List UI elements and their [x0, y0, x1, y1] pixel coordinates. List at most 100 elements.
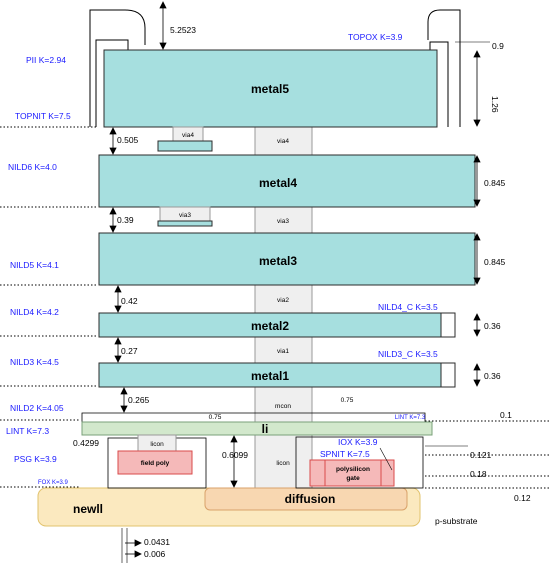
- dim-head-0-505-top: [109, 127, 117, 135]
- dim-head-0-6099-top: [230, 435, 238, 443]
- dim-head-0-36-a-bottom: [473, 329, 481, 337]
- pii-outer-outline: [89, 9, 146, 127]
- via1-column-label: via1: [277, 348, 289, 355]
- dim-head-0-39-bottom: [109, 225, 117, 233]
- field-poly-region: [117, 450, 193, 475]
- dim-label-0-0431: 0.0431: [144, 537, 170, 547]
- dim-head-5-2523-bottom: [159, 42, 167, 50]
- dim-label-0-1: 0.1: [500, 410, 512, 420]
- dim-head-5-2523-top: [159, 1, 167, 9]
- dim-label-0-36-b: 0.36: [484, 371, 501, 381]
- nild2-label: NILD2 K=4.05: [10, 403, 64, 413]
- dim-label-0-121: 0.121: [470, 450, 492, 460]
- field-poly-label: field poly: [141, 460, 170, 467]
- pii-label: PII K=2.94: [26, 55, 66, 65]
- dim-head-0-36-b-bottom: [473, 379, 481, 387]
- nild5-label: NILD5 K=4.1: [10, 260, 59, 270]
- lint-left-label: LINT K=7.3: [6, 426, 49, 436]
- nild3-c-label: NILD3_C K=3.5: [378, 349, 438, 359]
- lint-outline: [81, 412, 426, 422]
- via2-column-label: via2: [277, 297, 289, 304]
- metal3-label: metal3: [259, 254, 297, 268]
- dim-label-0-27: 0.27: [121, 346, 138, 356]
- psg-label: PSG K=3.9: [14, 454, 57, 464]
- dim-head-0-845-b-bottom: [473, 277, 481, 285]
- dim-head-0-006: [134, 550, 142, 558]
- via3-landing-pad: [157, 220, 213, 227]
- metal5-label: metal5: [251, 82, 289, 96]
- mcon-column: [254, 386, 313, 423]
- dim-label-0-265: 0.265: [128, 395, 150, 405]
- topox-left-outline: [95, 39, 129, 127]
- via4-small-label: via4: [182, 132, 194, 139]
- licon-small-label: licon: [150, 441, 164, 448]
- topox-right-outline: [429, 41, 449, 127]
- nild3-label: NILD3 K=4.5: [10, 357, 59, 367]
- dim-label-0-42: 0.42: [121, 296, 138, 306]
- lint-width-left: 0.75: [209, 414, 222, 421]
- dim-label-0-18: 0.18: [470, 469, 487, 479]
- metal2-layer: [98, 312, 442, 338]
- dim-head-1-26-bottom: [473, 119, 481, 127]
- metal3-layer: [98, 232, 476, 286]
- topnit-label: TOPNIT K=7.5: [15, 111, 71, 121]
- dim-head-0-42-top: [114, 285, 122, 293]
- dim-head-0-27-top: [114, 337, 122, 345]
- topox-label: TOPOX K=3.9: [348, 32, 403, 42]
- li-layer: [81, 421, 433, 436]
- metal5-layer: [103, 49, 438, 128]
- nwell-label: newll: [73, 502, 103, 516]
- via1-column: [254, 336, 313, 364]
- dim-head-0-845-a-top: [473, 155, 481, 163]
- dim-head-0-845-b-top: [473, 233, 481, 241]
- polysilicon-gate: [324, 459, 382, 487]
- dim-label-1-26: 1.26: [490, 96, 500, 113]
- dim-label-0-006: 0.006: [144, 549, 166, 559]
- dim-head-0-39-top: [109, 207, 117, 215]
- dim-label-0-9: 0.9: [492, 41, 504, 51]
- nild4-label: NILD4 K=4.2: [10, 307, 59, 317]
- via3-small-label: via3: [179, 212, 191, 219]
- dim-head-0-0431: [134, 539, 142, 547]
- via3-column-label: via3: [277, 218, 289, 225]
- dim-head-0-265-top: [120, 387, 128, 395]
- nild4-c-cap: [440, 312, 456, 338]
- polysilicon-gate-line1: polysilicon: [336, 466, 370, 473]
- fox-label: FOX K=3.9: [38, 480, 69, 486]
- nild6-label: NILD6 K=4.0: [8, 162, 57, 172]
- dim-head-0-265-bottom: [120, 405, 128, 413]
- metal1-label: metal1: [251, 369, 289, 383]
- dim-label-0-12: 0.12: [514, 493, 531, 503]
- dim-head-0-36-b-top: [473, 363, 481, 371]
- passivation-outlines: [89, 9, 461, 127]
- dim-head-0-845-a-bottom: [473, 199, 481, 207]
- dim-head-0-6099-bottom: [230, 480, 238, 488]
- dim-label-0-845-b: 0.845: [484, 257, 506, 267]
- li-label: li: [262, 422, 269, 436]
- gate-outline: [295, 436, 424, 489]
- metal4-layer: [98, 154, 476, 208]
- diffusion-label: diffusion: [285, 492, 336, 506]
- nild3-c-cap: [440, 362, 456, 388]
- metal2-label: metal2: [251, 319, 289, 333]
- via4-column-label: via4: [277, 138, 289, 145]
- nild4-c-label: NILD4_C K=3.5: [378, 302, 438, 312]
- lint-width-right: 0.75: [341, 397, 354, 404]
- dim-label-0-505: 0.505: [117, 135, 139, 145]
- licon-column-label: licon: [276, 460, 290, 467]
- mcon-label: mcon: [275, 403, 291, 410]
- dielectric-boundaries: [0, 126, 550, 489]
- dim-label-0-36-a: 0.36: [484, 321, 501, 331]
- dim-head-0-42-bottom: [114, 305, 122, 313]
- dim-label-0-39: 0.39: [117, 215, 134, 225]
- pii-right-outline: [427, 9, 461, 127]
- polysilicon-gate-line2: gate: [346, 475, 360, 482]
- dim-head-0-505-bottom: [109, 147, 117, 155]
- p-substrate-label: p-substrate: [435, 516, 478, 526]
- dim-head-0-36-a-top: [473, 313, 481, 321]
- lint-right-label: LINT K=7.3: [395, 415, 426, 421]
- dim-label-0-4299: 0.4299: [73, 438, 99, 448]
- dim-head-0-27-bottom: [114, 355, 122, 363]
- via4-column: [254, 126, 313, 156]
